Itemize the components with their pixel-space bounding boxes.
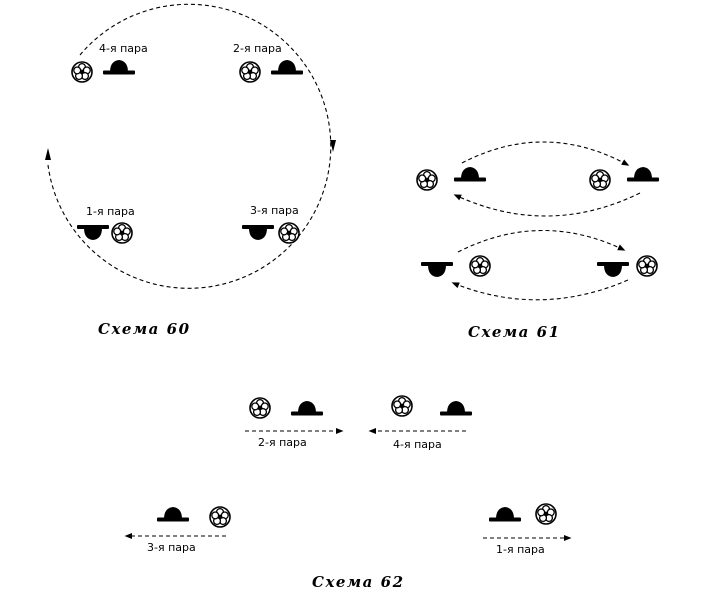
flower-icon [278,222,300,244]
pair-3-label: 3-я пара [147,541,196,554]
hat-icon [454,167,486,182]
hat-icon [77,225,109,240]
flower-icon [589,169,611,191]
hat-icon [440,401,472,416]
flower-icon [111,222,133,244]
pair-2-label: 2-я пара [233,42,282,55]
flower-icon [209,506,231,528]
pair-3-label: 3-я пара [250,204,299,217]
schema-61: Схема 61 [416,141,659,341]
circle-arrow-left [45,148,51,160]
arrow-top-back [453,192,641,217]
flower-icon [469,255,491,277]
hat-icon [627,167,659,182]
flower-icon [239,61,261,83]
pair-1-group: 1-я пара [77,205,135,244]
schema-62: 2-я пара 4-я пара 3-я пара 1-я пара Схем… [124,395,572,591]
arrow-top-forward [461,141,630,166]
hat-icon [597,262,629,277]
flower-icon [391,395,413,417]
schema-60: 4-я пара 2-я пара 1-я пара 3-я пара Схем… [45,3,336,338]
pair-4-group: 4-я пара [71,42,148,83]
pair-1-label: 1-я пара [86,205,135,218]
caption-schema-62: Схема 62 [312,573,405,591]
pair-1-row: 1-я пара [483,503,572,556]
hat-icon [291,401,323,416]
arrow-bottom-forward [457,229,626,253]
pair-4-label: 4-я пара [99,42,148,55]
caption-schema-60: Схема 60 [98,320,191,338]
circle-path [47,3,332,289]
pair-1-label: 1-я пара [496,543,545,556]
pair-4-row: 4-я пара [368,395,472,451]
pair-2-label: 2-я пара [258,436,307,449]
flower-icon [636,255,658,277]
flower-icon [416,169,438,191]
pair-2-group: 2-я пара [233,42,303,83]
arrow-bottom-back [451,279,629,301]
pair-2-row: 2-я пара [245,397,344,449]
caption-schema-61: Схема 61 [468,323,561,341]
pair-3-group: 3-я пара [242,204,300,244]
hat-icon [157,507,189,522]
flower-icon [535,503,557,525]
hat-icon [271,60,303,75]
flower-icon [249,397,271,419]
flower-icon [71,61,93,83]
hat-icon [421,262,453,277]
hat-icon [103,60,135,75]
hat-icon [242,225,274,240]
hat-icon [489,507,521,522]
pair-3-row: 3-я пара [124,506,231,554]
circle-arrow-right [330,140,336,152]
pair-4-label: 4-я пара [393,438,442,451]
